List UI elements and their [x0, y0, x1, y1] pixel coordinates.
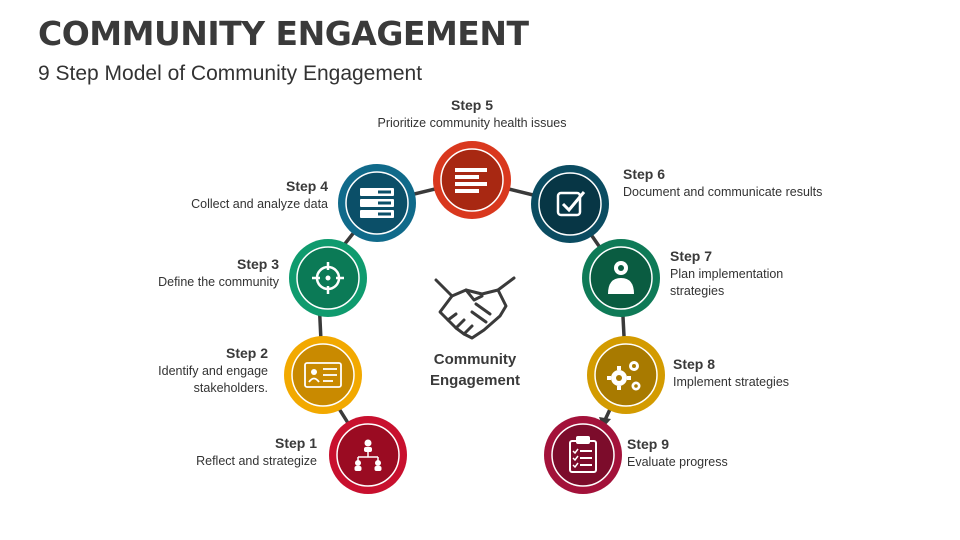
step-3-desc: Define the community [109, 274, 279, 291]
step-5-node [433, 141, 511, 219]
step-4-node [338, 164, 416, 242]
step-2-label: Step 2 Identify and engage stakeholders. [138, 345, 268, 397]
server-icon [360, 188, 394, 218]
step-5-title: Step 5 [352, 97, 592, 114]
step-1-desc: Reflect and strategize [147, 453, 317, 470]
step-5-desc: Prioritize community health issues [352, 115, 592, 132]
step-6-desc: Document and communicate results [623, 184, 853, 201]
step-9-node [544, 416, 622, 494]
step-7-label: Step 7 Plan implementation strategies [670, 248, 810, 300]
center-label-line2: Engagement [410, 370, 540, 391]
step-3-label: Step 3 Define the community [109, 256, 279, 291]
step-1-title: Step 1 [147, 435, 317, 452]
step-2-title: Step 2 [138, 345, 268, 362]
step-8-node [587, 336, 665, 414]
step-3-title: Step 3 [109, 256, 279, 273]
handshake-icon [436, 278, 514, 338]
step-7-node [582, 239, 660, 317]
center-label: Community Engagement [410, 349, 540, 391]
step-7-title: Step 7 [670, 248, 810, 265]
step-1-node [329, 416, 407, 494]
step-9-label: Step 9 Evaluate progress [627, 436, 797, 471]
step-4-desc: Collect and analyze data [148, 196, 328, 213]
step-9-desc: Evaluate progress [627, 454, 797, 471]
center-label-line1: Community [410, 349, 540, 370]
step-1-label: Step 1 Reflect and strategize [147, 435, 317, 470]
step-4-title: Step 4 [148, 178, 328, 195]
step-6-title: Step 6 [623, 166, 853, 183]
step-8-label: Step 8 Implement strategies [673, 356, 843, 391]
step-7-desc: Plan implementation strategies [670, 266, 810, 300]
step-6-node [531, 165, 609, 243]
step-8-desc: Implement strategies [673, 374, 843, 391]
step-3-node [289, 239, 367, 317]
step-8-title: Step 8 [673, 356, 843, 373]
step-9-title: Step 9 [627, 436, 797, 453]
step-2-desc: Identify and engage stakeholders. [138, 363, 268, 397]
step-6-label: Step 6 Document and communicate results [623, 166, 853, 201]
step-4-label: Step 4 Collect and analyze data [148, 178, 328, 213]
step-5-label: Step 5 Prioritize community health issue… [352, 97, 592, 132]
step-2-node [284, 336, 362, 414]
